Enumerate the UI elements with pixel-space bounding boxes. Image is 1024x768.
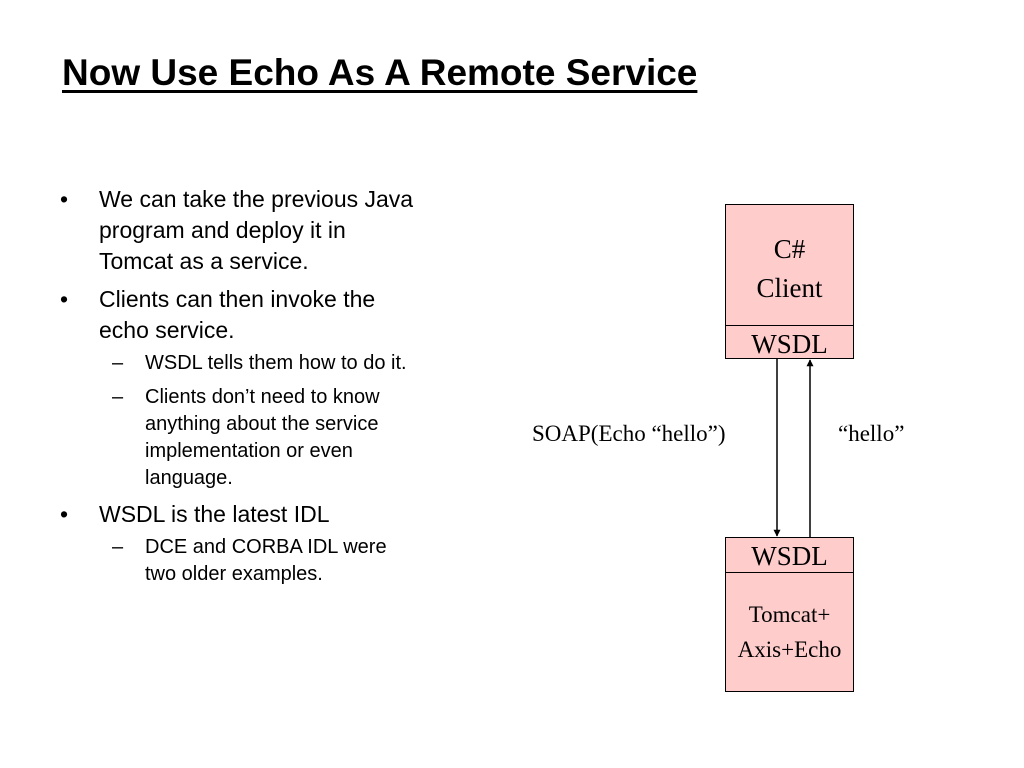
bullet-line: program and deploy it in — [99, 217, 346, 243]
slide-title: Now Use Echo As A Remote Service — [62, 52, 698, 93]
server-label-line2: Axis+Echo — [737, 637, 842, 662]
sub-bullet-line: anything about the service — [145, 413, 379, 435]
sub-bullet-list: – WSDL tells them how to do it. – Client… — [99, 350, 510, 492]
client-wsdl-label: WSDL — [751, 329, 828, 359]
bullet-item: • We can take the previous Java program … — [60, 184, 510, 277]
bullet-text: WSDL is the latest IDL — [99, 499, 510, 530]
bullet-marker: • — [60, 186, 69, 212]
server-label-line1: Tomcat+ — [748, 602, 831, 627]
sub-bullet-item: – Clients don’t need to know anything ab… — [99, 384, 510, 492]
sub-bullet-line: language. — [145, 467, 233, 489]
request-label: SOAP(Echo “hello”) — [532, 421, 726, 446]
bullet-line: Clients can then invoke the — [99, 286, 376, 312]
server-box-divider — [726, 572, 853, 573]
bullet-line: We can take the previous Java — [99, 186, 414, 212]
client-label-line1: C# — [773, 234, 806, 264]
sub-bullet-line: two older examples. — [145, 563, 323, 585]
bullet-marker: • — [60, 286, 69, 312]
bullet-line: Tomcat as a service. — [99, 248, 309, 274]
sub-bullet-list: – DCE and CORBA IDL were two older examp… — [99, 534, 510, 588]
sub-bullet-line: WSDL tells them how to do it. — [145, 352, 407, 374]
client-box-divider — [726, 325, 853, 326]
bullet-item: • Clients can then invoke the echo servi… — [60, 284, 510, 492]
server-box: WSDL Tomcat+ Axis+Echo — [725, 537, 854, 692]
sub-bullet-item: – DCE and CORBA IDL were two older examp… — [99, 534, 510, 588]
bullet-text: We can take the previous Java program an… — [99, 184, 510, 277]
bullet-list: • We can take the previous Java program … — [60, 184, 510, 595]
sub-bullet-line: Clients don’t need to know — [145, 386, 380, 408]
client-label-line2: Client — [756, 273, 823, 303]
bullet-item: • WSDL is the latest IDL – DCE and CORBA… — [60, 499, 510, 588]
bullet-marker: • — [60, 501, 69, 527]
bullet-line: WSDL is the latest IDL — [99, 501, 330, 527]
server-wsdl-label: WSDL — [751, 541, 828, 571]
sub-bullet-line: DCE and CORBA IDL were — [145, 536, 387, 558]
response-label: “hello” — [838, 421, 905, 446]
bullet-line: echo service. — [99, 317, 235, 343]
client-box: C# Client WSDL — [725, 204, 854, 359]
sub-bullet-marker: – — [112, 386, 124, 408]
sub-bullet-item: – WSDL tells them how to do it. — [99, 350, 510, 377]
sub-bullet-marker: – — [112, 352, 124, 374]
sub-bullet-line: implementation or even — [145, 440, 353, 462]
sub-bullet-marker: – — [112, 536, 124, 558]
bullet-text: Clients can then invoke the echo service… — [99, 284, 510, 346]
